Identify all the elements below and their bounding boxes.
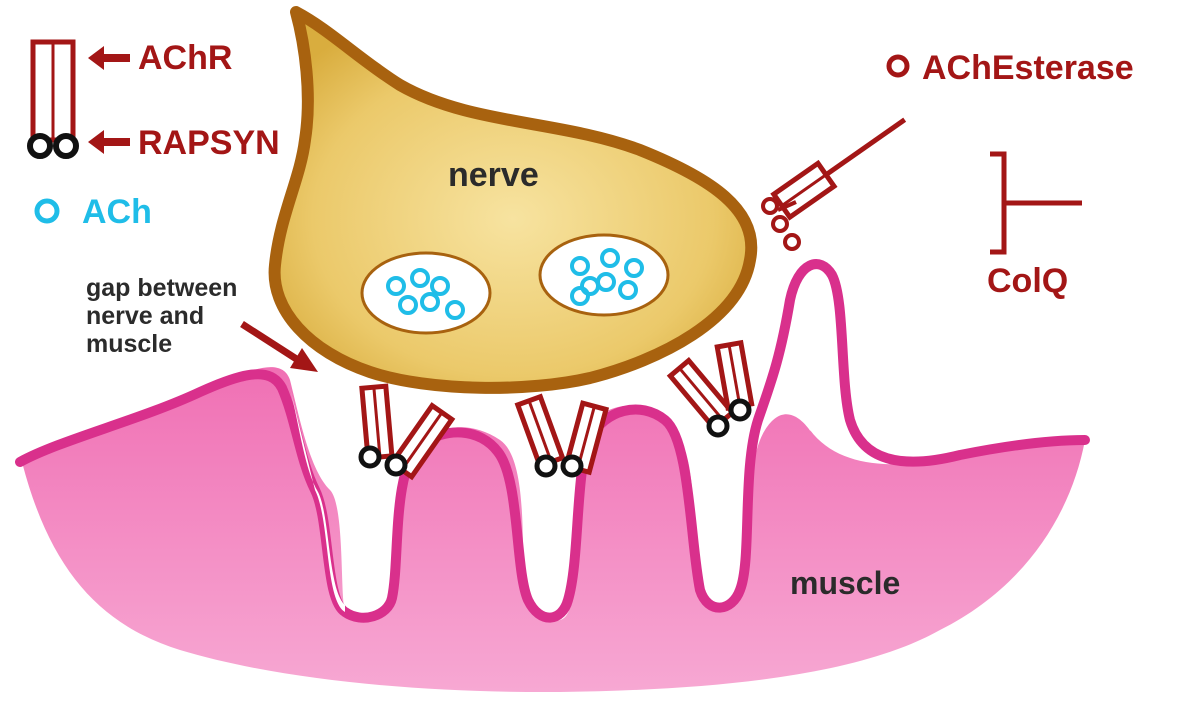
gap-label-line3: muscle [86, 330, 172, 358]
achr-arrow-icon [88, 46, 130, 70]
nerve-terminal [268, 6, 758, 394]
gap-arrow-icon [240, 321, 318, 372]
muscle-body [15, 259, 1090, 693]
achr-legend-symbol [27, 39, 79, 159]
achesterase-label: AChEsterase [922, 49, 1134, 87]
muscle-label: muscle [790, 565, 900, 601]
achesterase-legend-icon [886, 54, 910, 78]
nerve-label: nerve [448, 156, 539, 194]
colq-bracket [990, 151, 1082, 255]
colq-label: ColQ [987, 262, 1068, 300]
ach-legend-icon [34, 198, 60, 224]
gap-label-line2: nerve and [86, 302, 204, 330]
achr-label: AChR [138, 39, 232, 77]
ach-label: ACh [82, 193, 152, 231]
achesterase-colq-complex [761, 117, 907, 251]
legend: AChR RAPSYN ACh AChEsterase ColQ [27, 39, 1134, 300]
gap-label-line1: gap between [86, 274, 237, 302]
rapsyn-label: RAPSYN [138, 124, 280, 162]
achr-receptors [358, 339, 755, 481]
gap-annotation: gap between nerve and muscle [86, 274, 318, 372]
ach-molecules [386, 248, 644, 320]
rapsyn-arrow-icon [88, 130, 130, 154]
